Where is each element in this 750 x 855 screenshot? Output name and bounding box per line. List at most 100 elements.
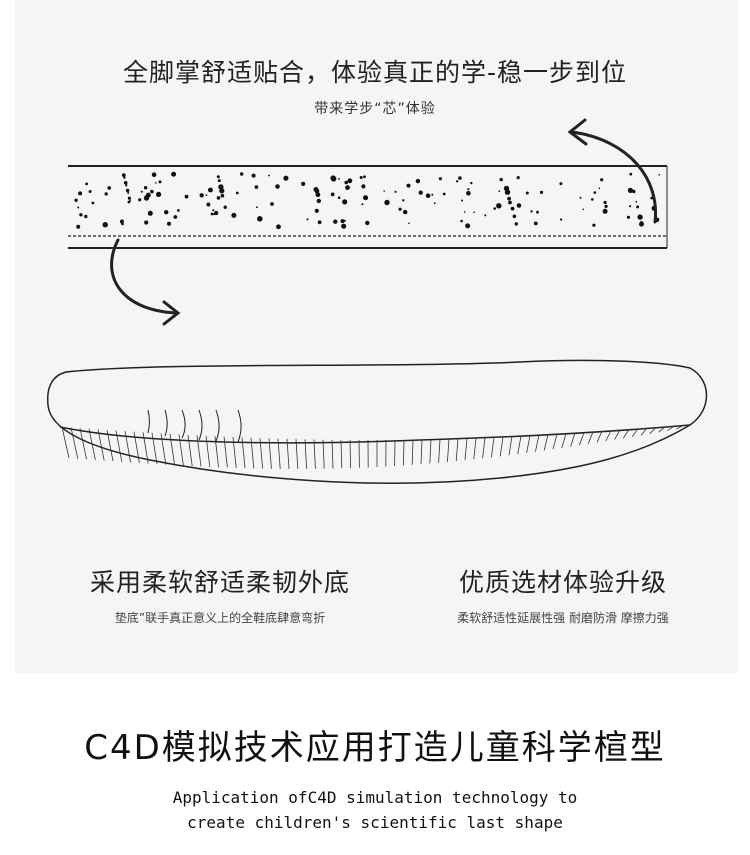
tread-line — [70, 427, 79, 459]
tread-line — [133, 431, 140, 464]
foam-dot — [516, 176, 520, 180]
tread-line — [241, 437, 246, 469]
tread-line — [169, 433, 175, 466]
foam-dot — [164, 210, 169, 215]
foam-dot — [456, 180, 459, 183]
foam-dot — [177, 209, 180, 212]
foam-dot — [210, 212, 214, 216]
foam-dot — [510, 206, 515, 211]
tread-line — [526, 435, 531, 453]
sole-tread-lines — [61, 425, 684, 469]
tread-line — [160, 433, 167, 465]
foam-dot — [516, 203, 522, 208]
foam-dot — [464, 211, 466, 213]
foam-dot — [341, 223, 347, 229]
foam-dot — [268, 174, 270, 177]
foam-dot — [150, 189, 154, 194]
foam-dot — [127, 192, 130, 194]
feature-outsole: 采用柔软舒适柔韧外底 垫底”联手真正意义上的全鞋底肆意弯折 — [60, 563, 380, 626]
foam-dot — [144, 220, 149, 225]
tread-line — [570, 432, 576, 447]
foam-dot — [560, 218, 563, 221]
tread-line — [106, 429, 114, 462]
foam-dot — [593, 191, 597, 194]
foam-dot — [235, 191, 239, 195]
foam-dot — [514, 222, 518, 226]
feature-outsole-subtitle: 垫底”联手真正意义上的全鞋底肆意弯折 — [114, 611, 326, 625]
tread-line — [676, 425, 684, 430]
foam-dot — [216, 175, 220, 179]
foam-dot — [171, 171, 177, 177]
foam-dot — [629, 205, 632, 208]
foam-dot — [127, 196, 131, 200]
main-title: C4D模拟技术应用打造儿童科学楦型 — [84, 728, 666, 768]
feature-material: 优质选材体验升级 柔软舒适性延展性强 耐磨防滑 摩擦力强 — [418, 563, 708, 626]
insole-illustration — [46, 118, 708, 484]
foam-dot — [626, 215, 631, 219]
foam-dot — [129, 199, 132, 202]
foam-dot — [140, 190, 143, 193]
tread-line — [196, 435, 202, 467]
foam-dot — [147, 210, 153, 216]
foam-dot — [231, 212, 237, 218]
foam-dot — [539, 190, 544, 194]
foam-dot — [406, 183, 411, 188]
foam-dot — [251, 173, 256, 178]
foam-dot — [317, 220, 322, 225]
tread-line — [61, 426, 70, 459]
foam-dot — [125, 188, 130, 193]
foam-dot — [536, 210, 539, 214]
foam-dot — [85, 182, 88, 186]
tread-line — [304, 439, 307, 469]
tread-line — [561, 433, 567, 449]
foam-dot — [364, 196, 369, 200]
foam-dot — [121, 222, 124, 226]
tread-line — [349, 439, 351, 469]
feature-material-title: 优质选材体验升级 — [458, 568, 667, 597]
heel-curve-lines — [147, 409, 242, 443]
tread-line — [543, 434, 549, 451]
tread-line — [340, 439, 343, 469]
tread-line — [178, 434, 184, 466]
foam-dot — [533, 221, 538, 226]
foam-dot — [199, 193, 204, 198]
foam-dot — [361, 184, 366, 189]
foam-dot — [155, 182, 157, 184]
tread-line — [295, 439, 299, 469]
foam-dot — [465, 223, 471, 229]
foam-dot — [330, 175, 336, 181]
foam-dot — [640, 220, 643, 224]
tread-line — [508, 436, 513, 456]
foam-dot — [530, 210, 533, 213]
foam-dot — [316, 198, 321, 204]
foam-dot — [467, 188, 470, 191]
tread-line — [552, 433, 558, 450]
foam-dot — [433, 202, 436, 205]
foam-dot — [639, 221, 644, 227]
foam-dot — [347, 178, 353, 184]
tread-line — [491, 437, 495, 458]
foam-dot — [603, 200, 607, 205]
tread-line — [605, 430, 612, 442]
tread-line — [187, 434, 193, 467]
tread-line — [517, 435, 522, 455]
foam-dot — [361, 203, 364, 206]
foam-dot — [629, 172, 633, 176]
foam-dot — [408, 222, 410, 225]
tread-line — [214, 436, 219, 468]
tread-line — [259, 438, 263, 469]
foam-dot — [344, 180, 349, 185]
tread-line — [88, 428, 96, 460]
feature-outsole-title: 采用柔软舒适柔韧外底 — [89, 568, 350, 597]
foam-dot — [156, 191, 162, 197]
foam-dot — [173, 215, 178, 219]
foam-dot — [636, 205, 640, 209]
foam-dot — [79, 213, 83, 217]
foam-dot — [591, 198, 594, 201]
foam-dot — [650, 196, 653, 200]
foam-dot — [525, 191, 529, 195]
foam-dot — [216, 196, 221, 200]
foam-dot — [84, 214, 88, 219]
header-subtitle: 带来学步“芯”体验 — [314, 101, 436, 117]
foam-dot — [123, 176, 126, 179]
